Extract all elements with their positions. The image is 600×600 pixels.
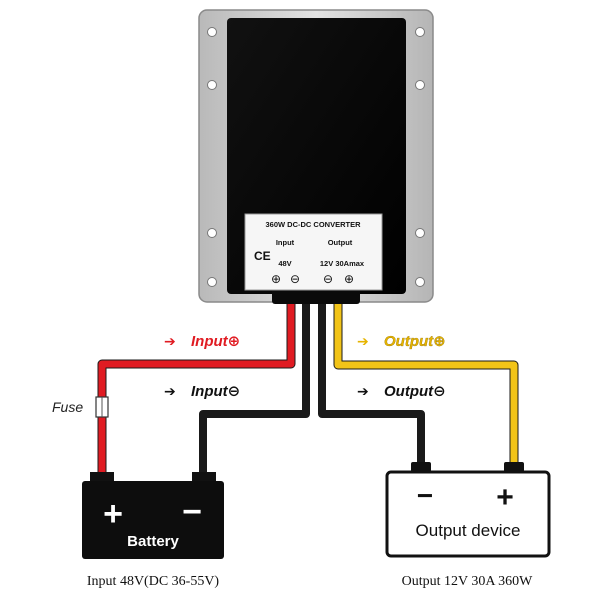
label-title: 360W DC-DC CONVERTER bbox=[265, 220, 361, 229]
battery-terminal-positive bbox=[90, 472, 114, 482]
label-output-minus-icon: ⊖ bbox=[323, 272, 333, 286]
mounting-hole-icon bbox=[415, 228, 425, 238]
mounting-hole-icon bbox=[207, 80, 217, 90]
label-input-plus-icon: ⊕ bbox=[271, 272, 281, 286]
wires bbox=[97, 300, 519, 480]
mounting-hole-icon bbox=[207, 228, 217, 238]
fuse-label: Fuse bbox=[52, 399, 83, 415]
output-negative-label: Output⊖ bbox=[384, 383, 446, 400]
output-rating: 12V 30Amax bbox=[320, 259, 365, 268]
output-device-terminal-negative bbox=[411, 462, 431, 472]
mounting-hole-icon bbox=[415, 80, 425, 90]
input-voltage: 48V bbox=[278, 259, 291, 268]
output-device-label: Output device bbox=[416, 521, 521, 540]
input-caption: Input 48V(DC 36-55V) bbox=[87, 574, 220, 589]
input-positive-arrow-icon: ➔ bbox=[164, 333, 176, 349]
input-negative-arrow-icon: ➔ bbox=[164, 383, 176, 399]
mounting-hole-icon bbox=[415, 277, 425, 287]
battery: + − Battery bbox=[82, 472, 224, 559]
input-negative-label: Input⊖ bbox=[191, 383, 240, 400]
mounting-hole-icon bbox=[207, 27, 217, 37]
battery-terminal-negative bbox=[192, 472, 216, 482]
output-device-body bbox=[385, 470, 551, 558]
label-output: Output bbox=[328, 238, 353, 247]
mounting-hole-icon bbox=[415, 27, 425, 37]
input-positive-label: Input⊕ bbox=[191, 333, 240, 350]
output-caption: Output 12V 30A 360W bbox=[402, 574, 534, 589]
black-wire-output-negative bbox=[318, 300, 425, 470]
output-device-terminal-positive bbox=[504, 462, 524, 472]
battery-label: Battery bbox=[127, 533, 179, 550]
output-positive-arrow-icon: ➔ bbox=[357, 333, 369, 349]
battery-plus-icon: + bbox=[103, 495, 123, 533]
label-output-plus-icon: ⊕ bbox=[344, 272, 354, 286]
battery-body bbox=[82, 481, 224, 559]
black-wire-input-negative bbox=[199, 300, 310, 480]
mounting-hole-icon bbox=[207, 277, 217, 287]
battery-minus-icon: − bbox=[182, 493, 202, 531]
output-positive-label: Output⊕ bbox=[384, 333, 446, 350]
output-device: − + Output device bbox=[385, 462, 551, 558]
spec-label: 360W DC-DC CONVERTER Input Output CE 48V… bbox=[244, 213, 383, 291]
ce-mark: CE bbox=[254, 249, 271, 263]
output-device-plus-icon: + bbox=[496, 481, 514, 514]
fuse bbox=[95, 396, 109, 418]
label-input: Input bbox=[276, 238, 295, 247]
output-device-minus-icon: − bbox=[417, 480, 433, 511]
label-input-minus-icon: ⊖ bbox=[290, 272, 300, 286]
output-negative-arrow-icon: ➔ bbox=[357, 383, 369, 399]
